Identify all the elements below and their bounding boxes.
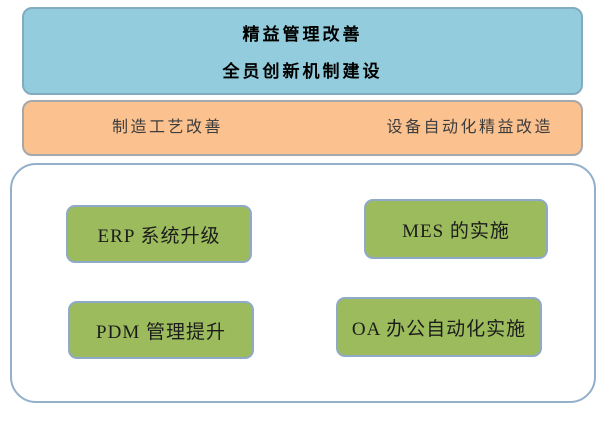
erp-upgrade-box: ERP 系统升级 bbox=[66, 205, 252, 263]
equipment-automation-label: 设备自动化精益改造 bbox=[386, 119, 553, 136]
oa-automation-box: OA 办公自动化实施 bbox=[336, 297, 542, 357]
lean-management-title: 精益管理改善 bbox=[242, 25, 363, 44]
it-systems-container: ERP 系统升级 MES 的实施 PDM 管理提升 OA 办公自动化实施 bbox=[10, 163, 596, 403]
process-improvement-box: 制造工艺改善 设备自动化精益改造 bbox=[22, 100, 583, 156]
mes-implementation-box: MES 的实施 bbox=[364, 199, 548, 259]
pdm-improvement-box: PDM 管理提升 bbox=[68, 301, 254, 359]
innovation-mechanism-title: 全员创新机制建设 bbox=[222, 62, 383, 81]
manufacturing-process-label: 制造工艺改善 bbox=[112, 119, 224, 136]
lean-management-box: 精益管理改善 全员创新机制建设 bbox=[22, 7, 583, 95]
